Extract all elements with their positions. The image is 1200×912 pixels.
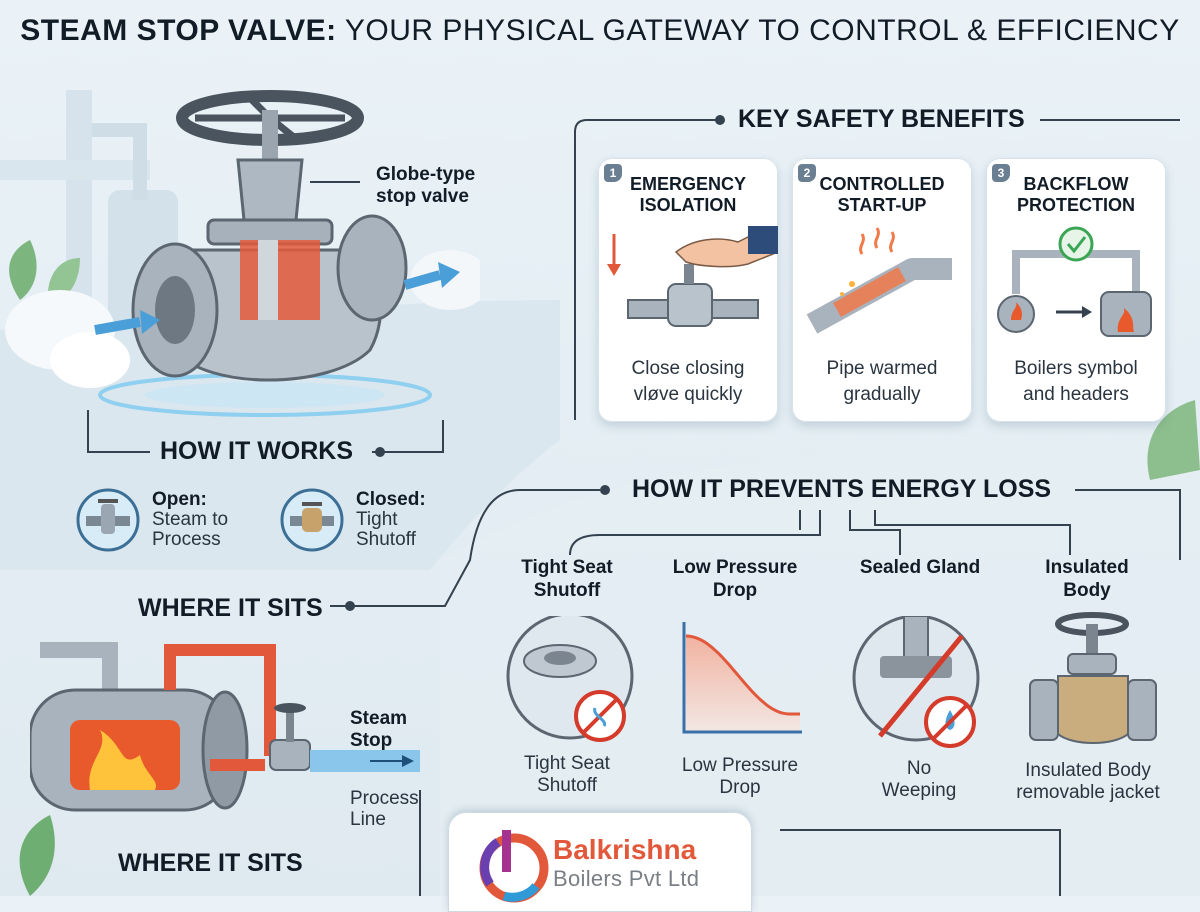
insulated-body-icon xyxy=(1029,612,1157,744)
feature-caption-no-weeping: No Weeping xyxy=(881,758,957,801)
card-caption: Boilers symbol and headers xyxy=(1014,358,1138,405)
open-valve-icon xyxy=(76,488,140,552)
energy-loss-heading: HOW IT PREVENTS ENERGY LOSS xyxy=(632,475,1052,503)
tight-seat-icon xyxy=(506,616,634,742)
feature-title-insulated-body: Insulated Body xyxy=(1045,557,1129,601)
company-logo: Balkrishna Boilers Pvt Ltd xyxy=(448,812,752,912)
globe-valve-illustration xyxy=(5,90,480,417)
feature-title-sealed-gland: Sealed Gland xyxy=(859,557,981,578)
safety-heading: KEY SAFETY BENEFITS xyxy=(738,105,1025,133)
title-rest: YOUR PHYSICAL GATEWAY TO CONTROL & EFFIC… xyxy=(336,14,1180,47)
feature-caption-low-pressure: Low Pressure Drop xyxy=(681,755,799,798)
card-number: 2 xyxy=(798,164,816,182)
closed-label: Closed: xyxy=(356,489,426,510)
globe-valve-callout-text: Globe-type stop valve xyxy=(376,164,476,207)
open-state-label: Open:Steam to Process xyxy=(152,490,228,550)
safety-card-controlled-start-up: 2 CONTROLLED START-UP Pipe warmed gradua… xyxy=(792,158,972,422)
how-it-works-heading: HOW IT WORKS xyxy=(160,437,354,465)
safety-card-backflow-protection: 3 BACKFLOW PROTECTION Boilers symbol and… xyxy=(986,158,1166,422)
feature-caption-insulated-body: Insulated Body removable jacket xyxy=(1016,760,1160,803)
card-title: CONTROLLED START-UP xyxy=(819,174,945,215)
closed-state-label: Closed:Tight Shutoff xyxy=(356,490,426,550)
pressure-drop-chart xyxy=(682,622,802,734)
page-title: STEAM STOP VALVE: YOUR PHYSICAL GATEWAY … xyxy=(0,14,1200,48)
sealed-gland-icon xyxy=(852,616,980,748)
process-line-label: Process Line xyxy=(350,788,419,830)
card-number: 3 xyxy=(992,164,1010,182)
logo-subtitle: Boilers Pvt Ltd xyxy=(553,866,700,891)
balkrishna-logo-icon xyxy=(479,830,549,903)
logo-name: Balkrishna xyxy=(553,834,697,865)
boiler-illustration xyxy=(30,642,420,812)
title-bold: STEAM STOP VALVE: xyxy=(20,14,337,47)
card-caption: Close closing vløve quickly xyxy=(631,358,745,405)
check-icon xyxy=(1058,226,1094,262)
card-title: BACKFLOW PROTECTION xyxy=(1016,174,1135,215)
closed-text: Tight Shutoff xyxy=(356,509,416,550)
process-line-text: Process Line xyxy=(350,788,419,830)
where-it-sits-footer: WHERE IT SITS xyxy=(118,849,303,877)
globe-valve-callout: Globe-type stop valve xyxy=(376,164,475,208)
hand-closing-valve-icon xyxy=(607,226,778,327)
feature-title-low-pressure: Low Pressure Drop xyxy=(672,557,798,601)
closed-valve-icon xyxy=(280,488,344,552)
open-label: Open: xyxy=(152,489,207,510)
feature-caption-tight-seat: Tight Seat Shutoff xyxy=(524,753,610,796)
card-caption: Pipe warmed gradually xyxy=(826,358,938,405)
safety-card-emergency-isolation: 1 EMERGENCY ISOLATION Close closing vløv… xyxy=(598,158,778,422)
backflow-boilers-icon xyxy=(997,226,1152,337)
steam-stop-label: Steam Stop xyxy=(350,708,407,752)
card-title: EMERGENCY ISOLATION xyxy=(629,174,746,215)
card-number: 1 xyxy=(604,164,622,182)
where-it-sits-heading: WHERE IT SITS xyxy=(138,594,323,622)
warmed-pipe-icon xyxy=(806,227,952,334)
leaf-icon xyxy=(9,240,37,300)
steam-stop-text: Steam Stop xyxy=(350,708,408,751)
open-text: Steam to Process xyxy=(152,509,229,550)
feature-title-tight-seat: Tight Seat Shutoff xyxy=(521,557,613,601)
